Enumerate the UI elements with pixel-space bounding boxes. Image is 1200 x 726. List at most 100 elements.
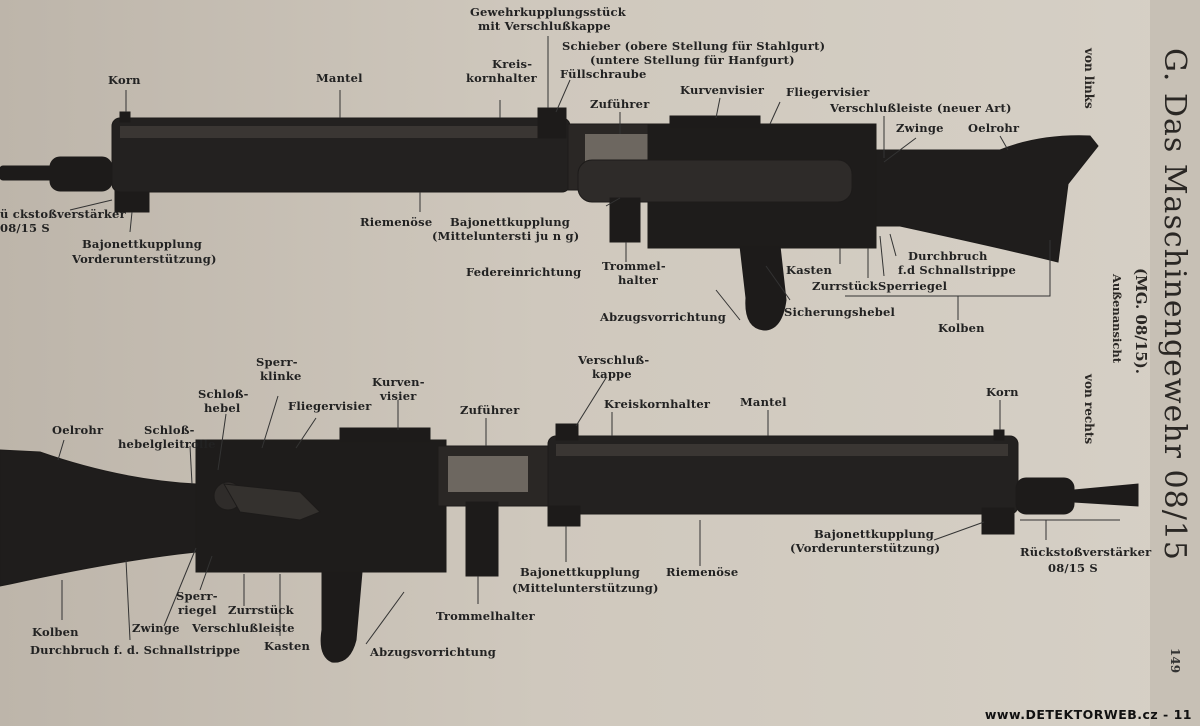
top-gun-illustration — [0, 107, 1099, 331]
label-top-rueckstoss-1: ü ckstoßverstärker — [0, 207, 126, 221]
label-bottom-oelrohr: Oelrohr — [52, 423, 104, 437]
bottom-gun-illustration — [0, 423, 1139, 663]
bottom-booster-muzzle — [1073, 483, 1139, 507]
label-bottom-verschlusskappe-2: kappe — [592, 367, 632, 381]
label-bottom-kurvenvisier-2: visier — [380, 389, 417, 403]
top-drum-holder — [609, 197, 641, 243]
label-bottom-riemenoese: Riemenöse — [666, 565, 739, 579]
label-bottom-schlosshebelleitrolle-2: hebelgleitrolle — [118, 437, 216, 451]
top-pistol-grip — [739, 245, 787, 331]
label-bottom-schlosshebelleitrolle-1: Schloß- — [144, 423, 195, 437]
view-right-label: von rechts — [1082, 374, 1096, 445]
label-top-abzugsvorrichtung: Abzugsvorrichtung — [600, 310, 727, 324]
label-top-schieber-2: (untere Stellung für Hanfgurt) — [590, 53, 795, 67]
label-bottom-sperriegel-1: Sperr- — [176, 589, 218, 603]
label-top-fliegervisier: Fliegervisier — [786, 85, 870, 99]
bottom-front-support — [981, 507, 1015, 535]
label-bottom-kasten: Kasten — [264, 639, 311, 653]
bottom-drum-holder — [465, 501, 499, 577]
label-top-fuellschraube: Füllschraube — [560, 67, 647, 81]
label-top-kreiskornhalter-1: Kreis- — [492, 57, 533, 71]
label-bottom-trommelhalter: Trommelhalter — [436, 609, 535, 623]
label-top-sicherungshebel: Sicherungshebel — [784, 305, 896, 319]
label-top-durchbruch-1: Durchbruch — [908, 249, 988, 263]
page-edge-shade — [1150, 0, 1200, 726]
label-top-zufuehrer: Zuführer — [590, 97, 650, 111]
top-stock — [875, 135, 1099, 263]
label-top-riemenoese: Riemenöse — [360, 215, 433, 229]
bottom-middle-support — [547, 505, 581, 527]
label-bottom-verschlusskappe-1: Verschluß- — [578, 353, 650, 367]
view-left-label: von links — [1082, 48, 1096, 109]
label-bottom-rueckstoss-1: Rückstoßverstärker — [1020, 545, 1152, 559]
label-bottom-fliegervisier: Fliegervisier — [288, 399, 372, 413]
label-bottom-bajonett-vorder-2: (Vorderunterstützung) — [790, 541, 941, 555]
leader-lines — [57, 36, 1120, 645]
bottom-front-sight — [993, 429, 1005, 441]
label-bottom-zurrstueck: Zurrstück — [228, 603, 294, 617]
label-bottom-bajonett-mittel-2: (Mittelunterstützung) — [512, 581, 659, 595]
top-feed-window — [585, 134, 655, 162]
label-bottom-kreiskornhalter: Kreiskornhalter — [604, 397, 711, 411]
top-filler-screw — [537, 107, 567, 139]
bottom-pistol-grip — [320, 571, 363, 663]
label-bottom-korn: Korn — [986, 385, 1019, 399]
label-top-korn: Korn — [108, 73, 141, 87]
bottom-curve-sight — [339, 427, 431, 443]
label-top-kurvenvisier: Kurvenvisier — [680, 83, 765, 97]
bottom-jacket-highlight — [556, 444, 1008, 456]
label-bottom-sperrklinke-2: klinke — [260, 369, 302, 383]
top-curve-sight — [669, 115, 761, 129]
top-jacket-highlight — [120, 126, 560, 138]
label-top-kasten: Kasten — [786, 263, 833, 277]
label-bottom-bajonett-mittel-1: Bajonettkupplung — [520, 565, 641, 579]
label-bottom-abzugsvorrichtung: Abzugsvorrichtung — [370, 645, 497, 659]
label-top-zwinge: Zwinge — [896, 121, 944, 135]
label-top-rueckstoss-2: 08/15 S — [0, 221, 50, 235]
label-top-gewehrkupplung-1: Gewehrkupplungsstück — [470, 5, 626, 19]
label-top-trommelhalter-2: halter — [618, 273, 659, 287]
label-bottom-mantel: Mantel — [740, 395, 787, 409]
label-top-bajonett-vorder-1: Bajonettkupplung — [82, 237, 203, 251]
bottom-stock — [0, 449, 197, 587]
label-top-trommelhalter-1: Trommel- — [602, 259, 666, 273]
label-bottom-verschlussleiste: Verschlußleiste — [192, 621, 295, 635]
label-bottom-durchbruch: Durchbruch f. d. Schnallstrippe — [30, 643, 241, 657]
bottom-feed-window — [448, 456, 528, 492]
bottom-breech-cap — [555, 423, 579, 441]
label-bottom-sperrklinke-1: Sperr- — [256, 355, 298, 369]
view-type-label: Außenansicht — [1110, 274, 1124, 364]
document-subtitle: (MG. 08/15). — [1132, 268, 1150, 374]
watermark: www.DETEKTORWEB.cz - 11 — [984, 707, 1192, 722]
label-top-kolben: Kolben — [938, 321, 985, 335]
label-bottom-schlosshebel-2: hebel — [204, 401, 241, 415]
label-top-bajonett-mittel-1: Bajonettkupplung — [450, 215, 571, 229]
label-bottom-zufuehrer: Zuführer — [460, 403, 520, 417]
label-bottom-zwinge: Zwinge — [132, 621, 180, 635]
bottom-crank-lever — [223, 483, 321, 521]
label-top-zurrstueck: Zurrstück — [812, 279, 878, 293]
label-top-sperriegel: Sperriegel — [878, 279, 948, 293]
label-bottom-kolben: Kolben — [32, 625, 79, 639]
label-top-durchbruch-2: f.d Schnallstrippe — [898, 263, 1017, 277]
label-bottom-bajonett-vorder-1: Bajonettkupplung — [814, 527, 935, 541]
page-number: 149 — [1168, 648, 1182, 674]
label-top-bajonett-vorder-2: Vorderunterstützung) — [72, 252, 217, 266]
label-bottom-kurvenvisier-1: Kurven- — [372, 375, 425, 389]
label-top-kreiskornhalter-2: kornhalter — [466, 71, 537, 85]
label-top-schieber-1: Schieber (obere Stellung für Stahlgurt) — [562, 39, 826, 53]
label-top-oelrohr: Oelrohr — [968, 121, 1020, 135]
bottom-recoil-booster — [1015, 477, 1075, 515]
label-top-mantel: Mantel — [316, 71, 363, 85]
top-side-plate — [577, 159, 853, 203]
top-front-sight — [119, 111, 131, 123]
label-bottom-rueckstoss-2: 08/15 S — [1048, 561, 1098, 575]
label-top-bajonett-mittel-2: (Mitteluntersti ju n g) — [432, 229, 580, 243]
top-recoil-booster — [49, 156, 113, 192]
label-top-gewehrkupplung-2: mit Verschlußkappe — [478, 19, 611, 33]
document-title: G. Das Maschinengewehr 08/15 — [1157, 48, 1192, 561]
label-top-verschlussleiste: Verschlußleiste (neuer Art) — [830, 101, 1012, 115]
label-top-federeinrichtung: Federeinrichtung — [466, 265, 582, 279]
